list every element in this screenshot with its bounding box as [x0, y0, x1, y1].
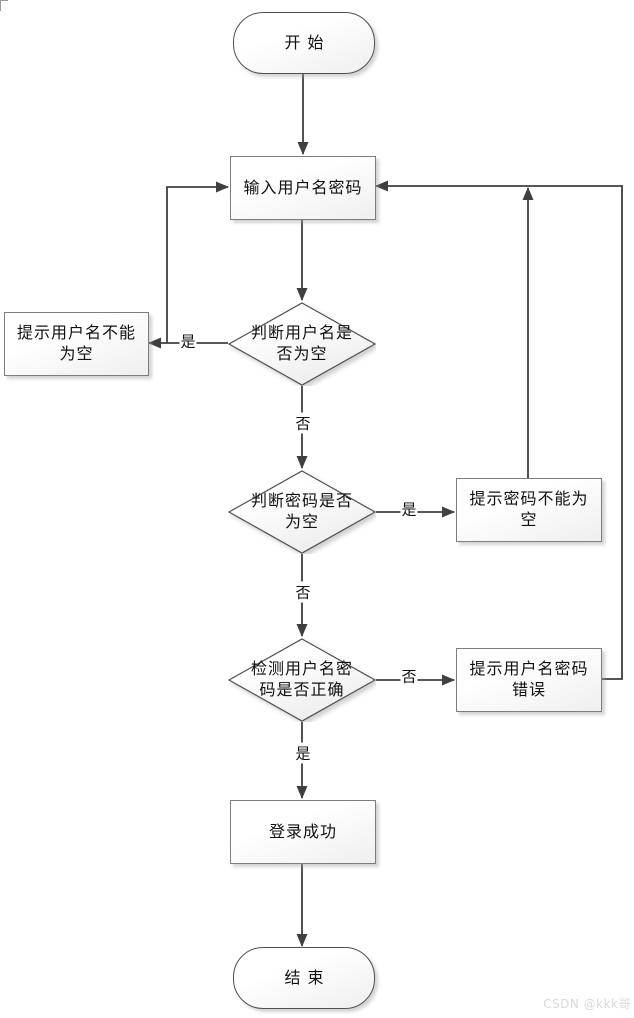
node-label: 输入用户名密码: [243, 177, 363, 197]
node-start: 开始: [233, 12, 375, 74]
node-label: 判断用户名是否为空: [250, 323, 353, 363]
edge-prompt-username-to-input: [166, 181, 229, 343]
edge-label-password-yes: 是: [400, 498, 418, 520]
node-check-credentials: 检测用户名密码是否正确: [228, 638, 376, 722]
edge-prompt-error-to-input: [375, 180, 623, 680]
node-end: 结束: [233, 947, 375, 1009]
node-prompt-credentials-error: 提示用户名密码错误: [456, 648, 602, 712]
watermark: CSDN @kkk哥: [543, 997, 631, 1011]
edge-label-credentials-no: 否: [400, 665, 418, 687]
edge-label-credentials-yes: 是: [294, 742, 312, 764]
node-label: 结束: [284, 967, 331, 987]
node-check-password: 判断密码是否为空: [228, 470, 376, 554]
node-label: 提示用户名不能为空: [16, 323, 136, 363]
edge-label-username-yes: 是: [179, 330, 197, 352]
diamond-shape: [228, 638, 376, 722]
node-label: 登录成功: [268, 821, 337, 841]
diamond-shape: [228, 302, 376, 386]
node-prompt-password-empty: 提示密码不能为空: [456, 478, 602, 542]
node-label: 提示密码不能为空: [469, 489, 589, 529]
node-label: 提示用户名密码错误: [469, 659, 589, 699]
node-input-credentials: 输入用户名密码: [230, 156, 376, 220]
edge-label-username-no: 否: [294, 412, 312, 434]
edge-label-password-no: 否: [294, 581, 312, 603]
corner-artifact: [0, 0, 8, 11]
node-login-success: 登录成功: [230, 800, 376, 864]
node-label: 开始: [284, 32, 331, 52]
diamond-shape: [228, 470, 376, 554]
node-label: 判断密码是否为空: [250, 491, 353, 531]
node-label: 检测用户名密码是否正确: [250, 659, 353, 699]
node-prompt-username-empty: 提示用户名不能为空: [4, 312, 149, 376]
node-check-username: 判断用户名是否为空: [228, 302, 376, 386]
